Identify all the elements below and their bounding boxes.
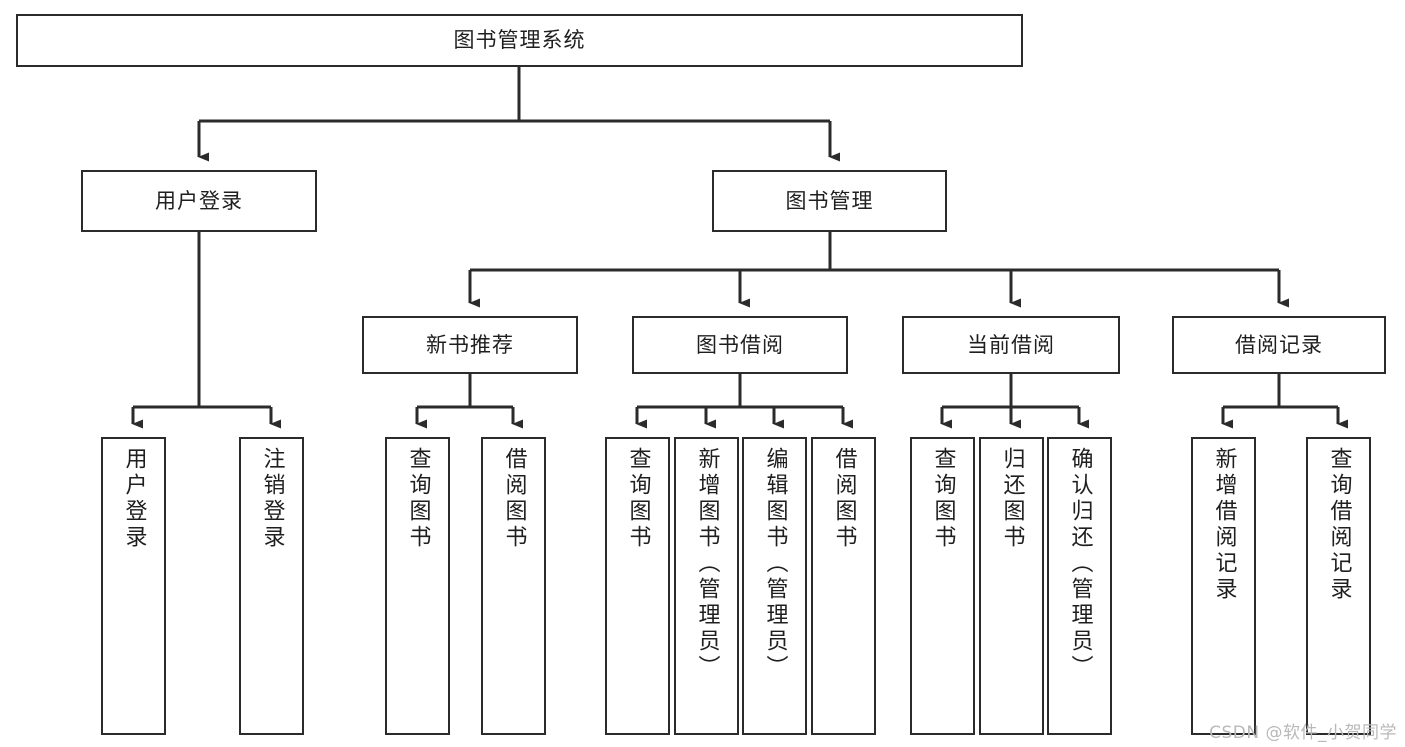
watermark-text: CSDN @软件_小贺同学: [1209, 723, 1397, 743]
leaf-query-book-2[interactable]: 查询图书: [605, 437, 670, 735]
leaf-query-book-3[interactable]: 查询图书: [910, 437, 975, 735]
leaf-query-book-2-label: 查询图书: [625, 447, 651, 551]
node-current-borrow-label: 当前借阅: [967, 332, 1055, 357]
leaf-add-book-label: 新增图书（管理员）: [694, 447, 720, 681]
leaf-return-book-label: 归还图书: [999, 447, 1025, 551]
node-new-book-rec-label: 新书推荐: [426, 332, 514, 357]
leaf-edit-book-label: 编辑图书（管理员）: [762, 447, 788, 681]
leaf-borrow-book-2[interactable]: 借阅图书: [811, 437, 876, 735]
leaf-user-login-label: 用户登录: [121, 447, 147, 551]
leaf-add-record[interactable]: 新增借阅记录: [1191, 437, 1256, 735]
node-borrow-record-label: 借阅记录: [1235, 332, 1323, 357]
leaf-query-book-1[interactable]: 查询图书: [385, 437, 450, 735]
node-borrow-record[interactable]: 借阅记录: [1172, 316, 1386, 374]
leaf-edit-book[interactable]: 编辑图书（管理员）: [742, 437, 807, 735]
node-book-manage-label: 图书管理: [785, 188, 874, 213]
leaf-query-record-label: 查询借阅记录: [1326, 447, 1352, 603]
leaf-borrow-book-1[interactable]: 借阅图书: [481, 437, 546, 735]
leaf-confirm-return-label: 确认归还（管理员）: [1067, 447, 1093, 681]
leaf-return-book[interactable]: 归还图书: [979, 437, 1044, 735]
leaf-query-book-3-label: 查询图书: [930, 447, 956, 551]
node-user-login-label: 用户登录: [155, 188, 243, 213]
leaf-borrow-book-2-label: 借阅图书: [831, 447, 857, 551]
leaf-add-record-label: 新增借阅记录: [1211, 447, 1237, 603]
node-book-borrow-label: 图书借阅: [696, 332, 784, 357]
leaf-query-record[interactable]: 查询借阅记录: [1306, 437, 1371, 735]
leaf-logout-label: 注销登录: [259, 447, 285, 551]
leaf-borrow-book-1-label: 借阅图书: [501, 447, 527, 551]
node-user-login[interactable]: 用户登录: [81, 170, 317, 232]
node-new-book-rec[interactable]: 新书推荐: [362, 316, 578, 374]
leaf-query-book-1-label: 查询图书: [405, 447, 431, 551]
node-root[interactable]: 图书管理系统: [16, 14, 1023, 67]
node-current-borrow[interactable]: 当前借阅: [902, 316, 1120, 374]
node-book-borrow[interactable]: 图书借阅: [632, 316, 848, 374]
leaf-user-login[interactable]: 用户登录: [101, 437, 166, 735]
node-root-label: 图书管理系统: [453, 28, 586, 53]
leaf-logout[interactable]: 注销登录: [239, 437, 304, 735]
node-book-manage[interactable]: 图书管理: [712, 170, 947, 232]
leaf-add-book[interactable]: 新增图书（管理员）: [674, 437, 739, 735]
leaf-confirm-return[interactable]: 确认归还（管理员）: [1047, 437, 1112, 735]
